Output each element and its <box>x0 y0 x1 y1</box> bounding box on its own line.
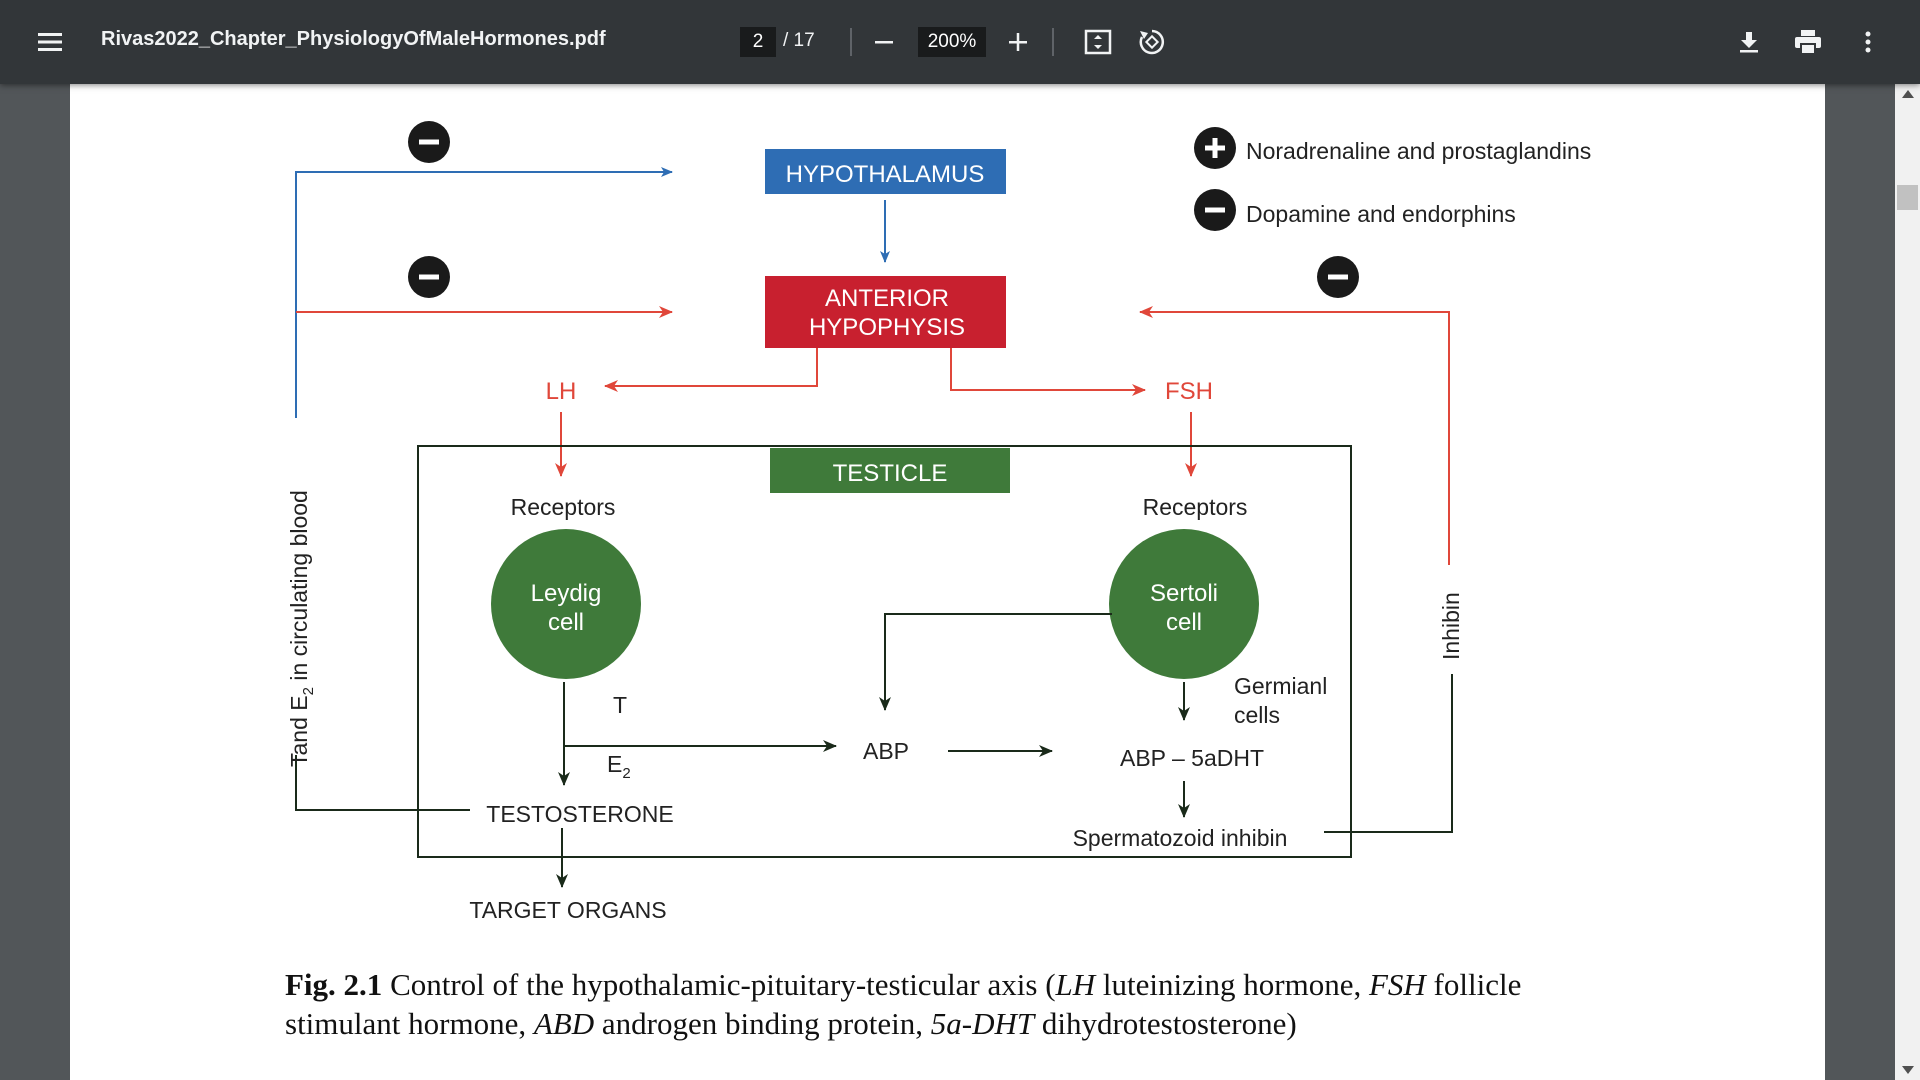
zoom-input[interactable]: 200% <box>918 27 986 57</box>
scrollbar-thumb[interactable] <box>1897 185 1918 210</box>
sertoli-cell <box>1109 529 1259 679</box>
lh-arrow <box>604 348 818 392</box>
sertoli-to-abp-arrow <box>879 613 1112 711</box>
inhibin-feedback-line <box>1139 306 1450 565</box>
inhibin-return-line <box>1324 674 1453 833</box>
sertoli-label-1: Sertoli <box>1150 580 1218 607</box>
spermatozoid-label: Spermatozoid inhibin <box>1073 825 1288 851</box>
testosterone-label: TESTOSTERONE <box>486 801 673 827</box>
leydig-label-1: Leydig <box>531 580 602 607</box>
legend-plus: Noradrenaline and prostaglandins <box>1194 127 1591 169</box>
print-icon[interactable] <box>1788 22 1828 62</box>
target-organs-label: TARGET ORGANS <box>469 897 666 923</box>
t-label: T <box>613 692 627 718</box>
receptors-left-label: Receptors <box>511 494 616 520</box>
abp-5adht-label: ABP – 5aDHT <box>1120 745 1264 771</box>
testicle-label: TESTICLE <box>833 460 948 487</box>
download-icon[interactable] <box>1729 22 1769 62</box>
legend-minus-label: Dopamine and endorphins <box>1246 201 1516 227</box>
page-total: / 17 <box>783 30 815 51</box>
feedback-blue-line <box>295 167 673 418</box>
toolbar-divider <box>1052 28 1054 56</box>
figure-caption: Fig. 2.1 Control of the hypothalamic-pit… <box>285 967 1522 1041</box>
left-vertical-label: Tand E2 in circulating blood <box>286 490 317 767</box>
legend-plus-label: Noradrenaline and prostaglandins <box>1246 138 1591 164</box>
toolbar-divider <box>850 28 852 56</box>
pdf-toolbar: Rivas2022_Chapter_PhysiologyOfMaleHormon… <box>0 0 1920 84</box>
scroll-down-icon[interactable] <box>1900 1064 1916 1076</box>
receptors-right-label: Receptors <box>1143 494 1248 520</box>
testicle-frame <box>417 445 1352 858</box>
abp-label: ABP <box>863 738 909 764</box>
figure-number: Fig. 2.1 <box>285 967 383 1002</box>
zoom-in-icon[interactable] <box>998 22 1038 62</box>
anterior-label-2: HYPOPHYSIS <box>809 314 965 341</box>
fsh-arrow <box>950 348 1146 396</box>
hypothalamus-box <box>765 149 1006 194</box>
germinal-label-2: cells <box>1234 702 1280 728</box>
hypothalamus-label: HYPOTHALAMUS <box>786 161 985 188</box>
more-vert-icon[interactable] <box>1848 22 1888 62</box>
leydig-cell <box>491 529 641 679</box>
sertoli-label-2: cell <box>1166 609 1202 636</box>
testosterone-feedback-line <box>295 755 470 811</box>
testicle-header <box>770 448 1010 493</box>
zoom-out-icon[interactable] <box>864 22 904 62</box>
leydig-label-2: cell <box>548 609 584 636</box>
anterior-label-1: ANTERIOR <box>825 285 949 312</box>
e2-label: E2 <box>607 751 631 782</box>
anterior-hypophysis-box <box>765 276 1006 348</box>
menu-icon[interactable] <box>30 22 70 62</box>
legend-minus: Dopamine and endorphins <box>1194 189 1516 231</box>
scrollbar-track[interactable] <box>1895 84 1920 1080</box>
germinal-label-1: Germianl <box>1234 673 1327 699</box>
fsh-label: FSH <box>1165 378 1213 405</box>
rotate-icon[interactable] <box>1132 22 1172 62</box>
document-title: Rivas2022_Chapter_PhysiologyOfMaleHormon… <box>101 28 606 50</box>
pdf-page <box>70 84 1825 1080</box>
fit-page-icon[interactable] <box>1078 22 1118 62</box>
page-number-input[interactable]: 2 <box>740 27 776 57</box>
inhibin-label: Inhibin <box>1438 592 1464 660</box>
lh-label: LH <box>546 378 577 405</box>
scroll-up-icon[interactable] <box>1900 88 1916 100</box>
